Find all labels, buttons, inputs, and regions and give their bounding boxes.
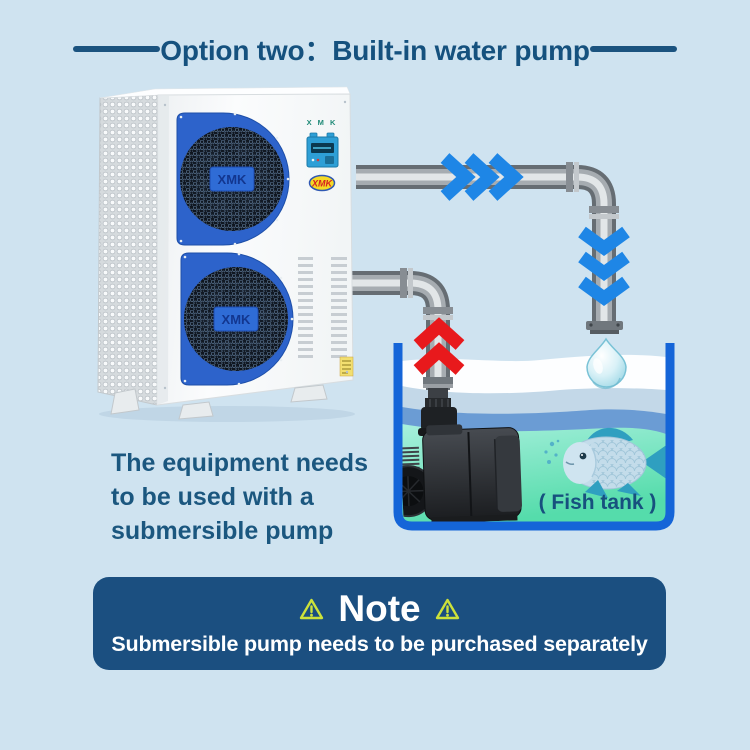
- fish-icon: [544, 427, 672, 498]
- note-title: Note: [338, 587, 421, 629]
- heat-pump-unit: XMK X M K XMK: [97, 86, 355, 422]
- svg-text:XMK: XMK: [311, 179, 334, 189]
- header: Option two：Built-in water pump: [0, 0, 750, 72]
- flow-arrows-up-icon: [413, 317, 465, 375]
- fan-upper: XMK: [176, 112, 290, 246]
- xmk-logo: XMK: [308, 174, 336, 192]
- supply-pipe: [356, 162, 623, 334]
- fan-screws: [179, 112, 290, 246]
- warning-icon: [300, 598, 324, 619]
- brand-label: X M K: [307, 118, 338, 127]
- cabinet-feet: [110, 384, 328, 420]
- fish-bubbles: [544, 439, 560, 464]
- fish-tank-label: ( Fish tank ): [538, 491, 657, 514]
- page-title: Option two：Built-in water pump: [160, 35, 590, 66]
- flow-arrows-right-icon: [440, 153, 524, 201]
- equipment-caption-line: to be used with a: [111, 483, 314, 511]
- vent-slots: [298, 257, 347, 362]
- water-drop-icon: [586, 337, 627, 390]
- fan-center-label: XMK: [218, 172, 248, 187]
- equipment-caption: The equipment needs to be used with a su…: [111, 446, 368, 548]
- equipment-caption-line: submersible pump: [111, 517, 334, 545]
- warning-sticker: [339, 356, 354, 377]
- front-edge-shade: [157, 95, 169, 405]
- note-box: Note Submersible pump needs to be purcha…: [93, 577, 666, 670]
- equipment-caption-line: The equipment needs: [111, 449, 368, 477]
- note-body: Submersible pump needs to be purchased s…: [111, 631, 648, 656]
- flow-arrows-down-icon: [578, 226, 630, 307]
- warning-icon: [435, 598, 459, 619]
- fish-tank-border: [393, 343, 675, 531]
- controller-display: [306, 132, 339, 168]
- note-title-row: Note: [298, 587, 460, 629]
- cabinet-top: [99, 86, 351, 99]
- title-rule-right: [590, 46, 677, 52]
- title-rule-left: [73, 46, 160, 52]
- unit-shadow: [99, 406, 355, 422]
- cabinet-side-panel: [97, 94, 159, 406]
- panel-screws: [163, 100, 349, 390]
